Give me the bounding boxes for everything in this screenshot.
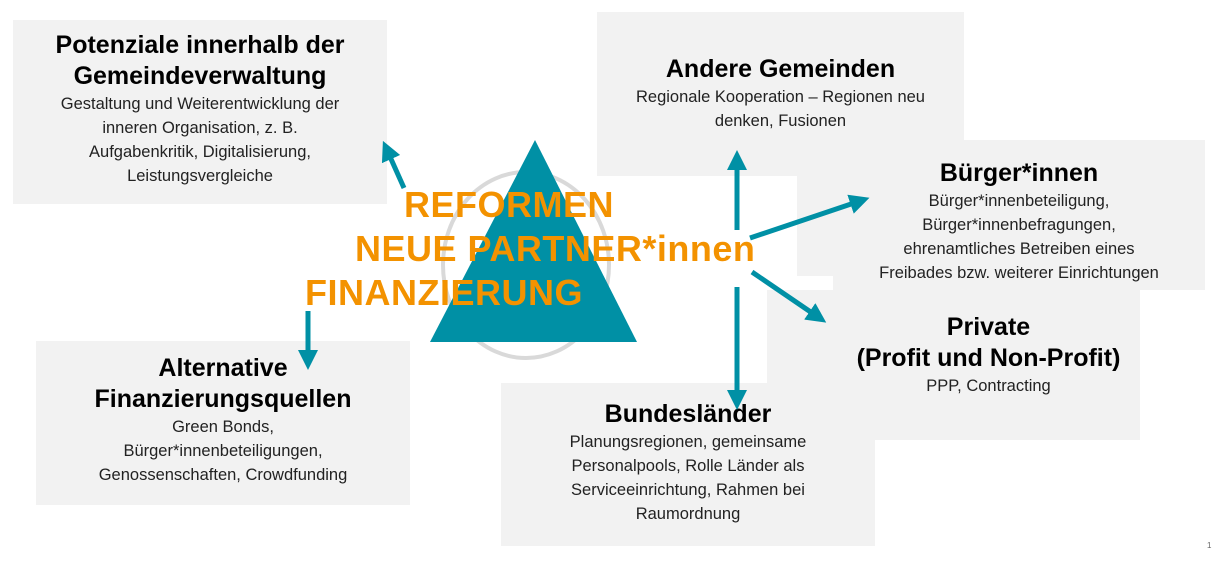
box-finanzierung: Alternative Finanzierungsquellen Green B… [36,341,410,505]
page-number: 1 [1207,541,1212,550]
box-text: inneren Organisation, z. B. [102,119,298,137]
box-text: denken, Fusionen [714,112,847,130]
arrow-gemeindeverwaltung [381,140,407,190]
box-text: Gestaltung und Weiterentwicklung der [60,95,340,113]
box-background [797,176,837,276]
box-title: (Profit und Non-Profit) [856,344,1121,372]
box-title: Finanzierungsquellen [94,385,352,413]
box-title: Alternative [158,354,288,382]
arrow-private [750,269,827,323]
box-buerger: Bürger*innen Bürger*innenbeteiligung, Bü… [833,140,1205,290]
box-title: Private [946,313,1031,341]
box-text: Bürger*innenbefragungen, [922,216,1116,234]
arrow-buerger [749,194,870,241]
box-text: Bürger*innenbeteiligungen, [123,442,323,460]
box-andere-gemeinden: Andere Gemeinden Regionale Kooperation –… [597,12,964,176]
box-text: PPP, Contracting [926,377,1051,395]
box-title: Andere Gemeinden [665,55,896,83]
box-bundeslaender: Bundesländer Planungsregionen, gemeinsam… [501,383,875,546]
box-text: Personalpools, Rolle Länder als [571,457,805,475]
box-text: Serviceeinrichtung, Rahmen bei [571,481,805,499]
box-text: Genossenschaften, Crowdfunding [98,466,348,484]
box-text: Aufgabenkritik, Digitalisierung, [89,143,311,161]
box-title: Potenziale innerhalb der [55,31,345,59]
box-text: Freibades bzw. weiterer Einrichtungen [879,264,1159,282]
box-text: Regionale Kooperation – Regionen neu [636,88,925,106]
box-text: Planungsregionen, gemeinsame [569,433,807,451]
center-label-finanzierung: FINANZIERUNG [305,272,583,313]
box-text: Green Bonds, [172,418,274,436]
box-gemeindeverwaltung: Potenziale innerhalb der Gemeindeverwalt… [13,20,387,204]
box-text: Leistungsvergleiche [127,167,273,185]
box-text: Raumordnung [635,505,741,523]
box-text: ehrenamtliches Betreiben eines [903,240,1135,258]
box-private: Private (Profit und Non-Profit) PPP, Con… [767,290,1140,440]
triangle-shape [430,140,637,342]
center-label-partner: NEUE PARTNER*innen [355,228,756,269]
box-text: Bürger*innenbeteiligung, [928,192,1110,210]
box-title: Bürger*innen [939,159,1099,187]
center-label-reformen: REFORMEN [404,184,614,225]
box-title: Gemeindeverwaltung [73,62,327,90]
